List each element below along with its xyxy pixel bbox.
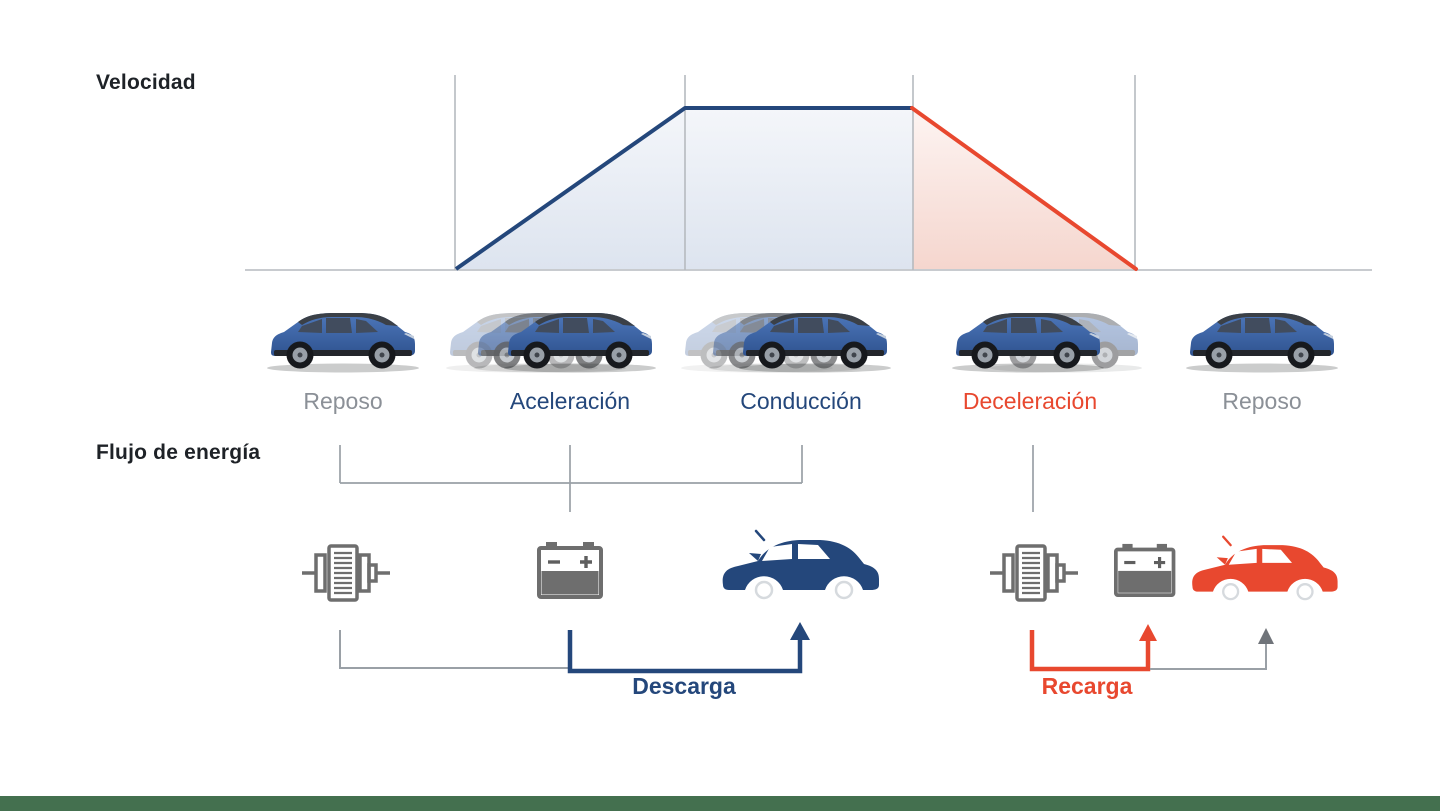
- speed-line-accel-cruise: [454, 106, 912, 271]
- motor-generator-icon: [988, 544, 1080, 602]
- recharge-car-arrowhead: [1258, 628, 1274, 644]
- discharge-arrowhead: [790, 622, 810, 640]
- flow-lines: [339, 622, 1274, 674]
- energy-flow-label: Flujo de energía: [96, 441, 261, 464]
- speed-chart: [245, 75, 1372, 271]
- battery-icon: [537, 540, 603, 599]
- motor-to-battery-line: [339, 630, 568, 669]
- phase-label-deceleracion: Deceleración: [962, 388, 1098, 414]
- car-aceleracion: [446, 313, 656, 373]
- car-row: [267, 313, 1338, 373]
- recharge-to-car-line: [1150, 640, 1267, 670]
- footer-green-bar: [0, 796, 1440, 811]
- car-conduccion: [681, 313, 891, 373]
- phase-label-reposo-1: Reposo: [303, 388, 383, 414]
- car-icon-red: [1191, 535, 1339, 604]
- motor-generator-icon: [300, 544, 392, 602]
- car-icon-navy: [721, 529, 881, 604]
- recharge-label: Recarga: [1041, 673, 1133, 699]
- velocity-axis-label: Velocidad: [96, 71, 196, 94]
- car-reposo-1: [267, 313, 419, 373]
- speed-line-decel: [910, 106, 1138, 271]
- acceleration-cruise-area: [455, 108, 913, 269]
- discharge-bracket: [339, 445, 803, 512]
- battery-icon: [1113, 542, 1176, 597]
- phase-label-reposo-2: Reposo: [1222, 388, 1302, 414]
- phase-label-aceleracion: Aceleración: [509, 388, 631, 414]
- energy-icons: [300, 529, 1339, 604]
- discharge-arrow-line: [567, 630, 803, 674]
- connector-brackets: [339, 445, 1034, 512]
- discharge-label: Descarga: [632, 673, 736, 699]
- phase-label-conduccion: Conducción: [740, 388, 862, 414]
- recharge-arrow-line: [1029, 630, 1151, 672]
- car-deceleracion: [952, 313, 1142, 373]
- car-reposo-2: [1186, 313, 1338, 373]
- recharge-arrowhead: [1139, 624, 1157, 641]
